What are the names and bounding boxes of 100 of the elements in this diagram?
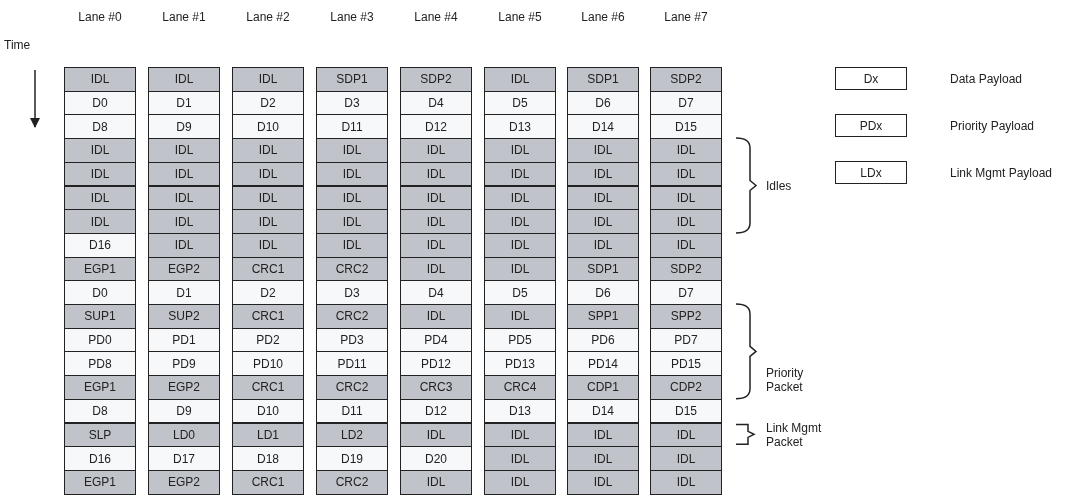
lane-cell: IDL — [400, 469, 472, 495]
lane-cell: D0 — [64, 280, 136, 305]
legend-label: Priority Payload — [950, 119, 1035, 133]
lane-header: Lane #4 — [413, 10, 459, 24]
lane-cell: D16 — [64, 232, 136, 258]
lane-cell: EGP2 — [148, 375, 220, 400]
lane-cell: IDL — [400, 232, 472, 258]
lane-cell: D10 — [232, 114, 304, 140]
lane-cell: D10 — [232, 398, 304, 424]
lane-cell: IDL — [400, 304, 472, 329]
legend-label: Link Mgmt Payload — [950, 166, 1053, 180]
lane-cell: IDL — [400, 138, 472, 163]
lane-cell: PD12 — [400, 351, 472, 377]
lane-cell: PD15 — [650, 351, 722, 377]
lane-cell: IDL — [232, 67, 304, 92]
lane-cell: PD8 — [64, 351, 136, 377]
lane-cell: SUP2 — [148, 304, 220, 329]
lane-cell: D8 — [64, 114, 136, 140]
lane-cell: SUP1 — [64, 304, 136, 329]
lane-cell: IDL — [316, 138, 388, 163]
lane-cell: IDL — [567, 209, 639, 234]
lane-cell: IDL — [64, 67, 136, 92]
lane-cell: IDL — [316, 232, 388, 258]
lane-cell: CRC1 — [232, 375, 304, 400]
lane-cell: D19 — [316, 446, 388, 471]
legend-label: Data Payload — [950, 72, 1023, 86]
lane-cell: CRC2 — [316, 375, 388, 400]
lane-cell: D9 — [148, 398, 220, 424]
lane-cell: CDP1 — [567, 375, 639, 400]
lane-cell: D13 — [484, 114, 556, 140]
bracket-label: Idles — [766, 179, 793, 193]
lane-cell: IDL — [400, 209, 472, 234]
lane-header: Lane #5 — [497, 10, 543, 24]
lane-cell: SPP2 — [650, 304, 722, 329]
lane-cell: IDL — [650, 138, 722, 163]
lane-cell: IDL — [567, 138, 639, 163]
lane-cell: IDL — [484, 232, 556, 258]
lane-cell: IDL — [484, 138, 556, 163]
lane-cell: IDL — [232, 209, 304, 234]
lane-cell: IDL — [484, 304, 556, 329]
lane-cell: CRC2 — [316, 469, 388, 495]
lane-cell: IDL — [567, 232, 639, 258]
lane-cell: IDL — [148, 232, 220, 258]
lane-header: Lane #6 — [580, 10, 626, 24]
lane-cell: CRC2 — [316, 304, 388, 329]
lane-cell: D15 — [650, 398, 722, 424]
lane-header: Lane #7 — [663, 10, 709, 24]
lane-cell: IDL — [316, 209, 388, 234]
lane-cell: EGP2 — [148, 469, 220, 495]
lane-cell: D11 — [316, 398, 388, 424]
lane-cell: IDL — [64, 161, 136, 187]
lane-cell: PD9 — [148, 351, 220, 377]
lane-cell: D1 — [148, 280, 220, 305]
lane-header: Lane #1 — [161, 10, 207, 24]
lane-cell: IDL — [148, 67, 220, 92]
lane-cell: CRC1 — [232, 469, 304, 495]
lane-cell: IDL — [148, 161, 220, 187]
lane-cell: IDL — [650, 209, 722, 234]
lane-cell: CRC3 — [400, 375, 472, 400]
lane-cell: IDL — [567, 446, 639, 471]
lane-cell: IDL — [148, 138, 220, 163]
lane-cell: IDL — [567, 161, 639, 187]
lane-cell: EGP1 — [64, 469, 136, 495]
lane-cell: D3 — [316, 280, 388, 305]
lane-cell: SDP1 — [316, 67, 388, 92]
lane-cell: IDL — [484, 446, 556, 471]
lane-cell: D20 — [400, 446, 472, 471]
lane-cell: IDL — [232, 161, 304, 187]
lane-cell: D14 — [567, 398, 639, 424]
lane-cell: IDL — [484, 67, 556, 92]
lane-cell: IDL — [232, 232, 304, 258]
lane-cell: EGP1 — [64, 375, 136, 400]
lane-cell: D7 — [650, 280, 722, 305]
lane-cell: IDL — [64, 138, 136, 163]
lane-cell: PD11 — [316, 351, 388, 377]
lane-cell: D4 — [400, 280, 472, 305]
lane-cell: IDL — [650, 161, 722, 187]
axis-label: Time — [4, 38, 31, 52]
lane-cell: D15 — [650, 114, 722, 140]
lane-cell: IDL — [232, 138, 304, 163]
lane-cell: SDP1 — [567, 67, 639, 92]
lane-cell: D12 — [400, 398, 472, 424]
lane-cell: D17 — [148, 446, 220, 471]
lane-cell: D13 — [484, 398, 556, 424]
lane-cell: SPP1 — [567, 304, 639, 329]
lane-header: Lane #2 — [245, 10, 291, 24]
lane-cell: D5 — [484, 280, 556, 305]
lane-cell: IDL — [567, 469, 639, 495]
lane-header: Lane #0 — [77, 10, 123, 24]
lane-cell: CRC4 — [484, 375, 556, 400]
lane-cell: IDL — [400, 161, 472, 187]
legend-sample: LDx — [835, 161, 907, 184]
lane-cell: PD13 — [484, 351, 556, 377]
lane-cell: D9 — [148, 114, 220, 140]
lane-cell: CRC1 — [232, 304, 304, 329]
lane-cell: IDL — [650, 232, 722, 258]
lane-cell: D11 — [316, 114, 388, 140]
lane-cell: PD10 — [232, 351, 304, 377]
lane-cell: D8 — [64, 398, 136, 424]
lane-cell: SDP2 — [400, 67, 472, 92]
